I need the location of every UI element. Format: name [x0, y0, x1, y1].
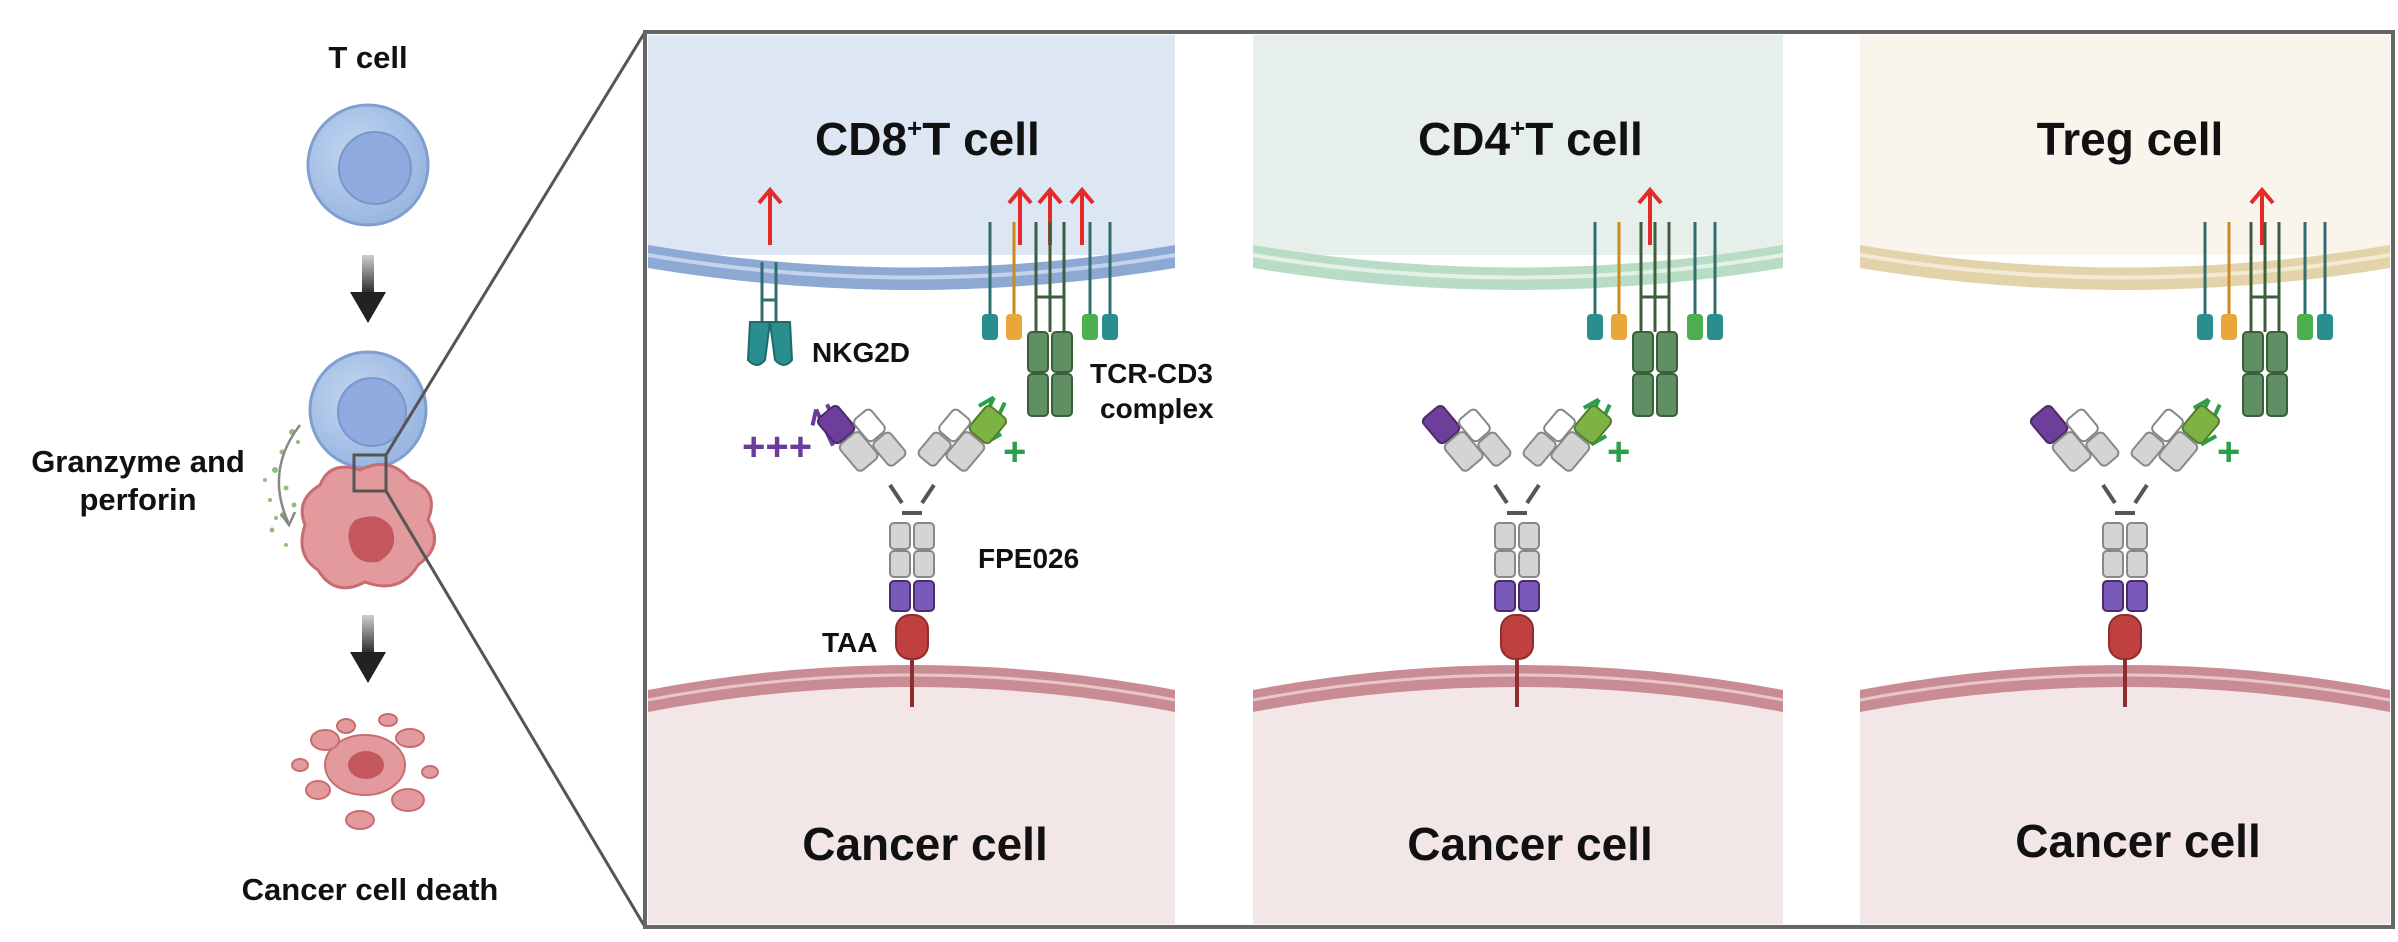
down-arrow-icon	[350, 255, 386, 323]
plus-symbol-left: +++	[742, 425, 812, 469]
dead-cancer-cell-icon	[291, 713, 439, 830]
plus-symbol-right: +	[1607, 430, 1630, 474]
panel-cd8: CD8+T cell NKG2D TCR-CD3 complex +++ + F…	[647, 35, 1214, 924]
fpe026-label: FPE026	[978, 543, 1079, 574]
panel-title: CD8+T cell	[815, 113, 1040, 165]
cancer-cell-label: Cancer cell	[802, 818, 1047, 870]
granzyme-label-line1: Granzyme and	[31, 444, 245, 479]
taa-label: TAA	[822, 627, 877, 658]
panel-treg: Treg cell + Cancer cell	[1859, 35, 2391, 924]
panel-cd4: CD4+T cell + Cancer cell	[1252, 35, 1784, 924]
zoom-box	[352, 453, 388, 493]
panel-title: CD4+T cell	[1418, 113, 1643, 165]
nkg2d-label: NKG2D	[812, 337, 910, 368]
cancer-cell-icon	[300, 462, 437, 590]
granzyme-label-line2: perforin	[79, 482, 196, 517]
t-cell-label: T cell	[328, 40, 407, 75]
cancer-cell-label: Cancer cell	[2015, 815, 2260, 867]
zoom-line-top	[384, 31, 647, 456]
granzyme-dots	[263, 429, 300, 547]
zoom-line-bottom	[384, 490, 647, 928]
cancer-cell-label: Cancer cell	[1407, 818, 1652, 870]
tcr-label-line2: complex	[1100, 393, 1214, 424]
granzyme-flow-arrow	[277, 424, 301, 523]
panel-title: Treg cell	[2037, 113, 2224, 165]
tcr-label-line1: TCR-CD3	[1090, 358, 1213, 389]
cancer-cell-death-label: Cancer cell death	[242, 872, 499, 907]
t-cell-attacking-icon	[308, 350, 428, 470]
t-cell-icon	[306, 103, 430, 227]
plus-symbol-right: +	[2217, 430, 2240, 474]
plus-symbol-right: +	[1003, 430, 1026, 474]
nkg2d-receptor	[746, 262, 794, 366]
down-arrow-icon	[350, 615, 386, 683]
